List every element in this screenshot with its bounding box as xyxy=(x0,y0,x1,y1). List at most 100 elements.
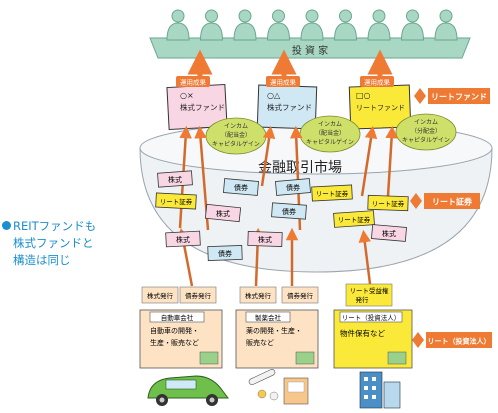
tag-reit-security: リート証券 xyxy=(410,193,480,209)
card-reit-1-label: リート証券 xyxy=(160,197,193,206)
bubble-2-l3: キャピタルゲイン xyxy=(306,138,354,146)
company-pharma-name: 製薬会社 xyxy=(255,313,282,322)
issue-bond-2: 債券発行 xyxy=(281,286,319,304)
company-auto: 自動車会社 自動車の開発・ 生産・販売など xyxy=(139,309,223,369)
issue-reit-label-1: リート受益権 xyxy=(350,286,390,295)
medicine-icon xyxy=(248,369,309,405)
issue-bond-1-label: 債券発行 xyxy=(185,291,212,300)
investor-group: 投 資 家 xyxy=(149,9,471,59)
card-reit-2: リート証券 xyxy=(311,184,353,202)
car-icon xyxy=(147,375,229,406)
company-reit-desc-1: 物件保有など xyxy=(340,328,385,338)
investor-person-icon xyxy=(333,9,358,41)
fund-badge-label-1: 運用成果 xyxy=(180,78,207,87)
income-bubble-1: インカム （配当金） キャピタルゲイン xyxy=(205,117,267,155)
fund-badge-3 xyxy=(360,76,394,87)
investor-person-icon xyxy=(233,9,257,41)
issue-stock-1: 株式発行 xyxy=(141,286,179,304)
issue-bond-1: 債券発行 xyxy=(179,286,217,304)
card-stock-5-label: 株式 xyxy=(382,229,396,238)
investor-person-icon xyxy=(266,9,291,41)
investor-figures xyxy=(166,9,458,41)
fund-badge-label-3: 運用成果 xyxy=(364,78,391,87)
card-reit-3-label: リート証券 xyxy=(372,199,405,208)
building-icon xyxy=(359,371,401,409)
issue-stock-1-label: 株式発行 xyxy=(147,291,174,300)
money-stack-icon-3 xyxy=(387,351,407,365)
issue-bond-2-label: 債券発行 xyxy=(287,291,314,300)
company-auto-name: 自動車会社 xyxy=(161,313,194,322)
card-stock-4: 株式 xyxy=(247,230,283,248)
card-stock-1: 株式 xyxy=(157,170,193,188)
income-bubble-3: インカム （分配金） キャピタルゲイン xyxy=(395,113,457,151)
note-line-1: REITファンドも xyxy=(2,218,130,235)
fund-name-1b: 株式ファンド xyxy=(180,102,225,112)
company-auto-desc-1: 自動車の開発・ xyxy=(150,326,199,335)
card-reit-4-label: リート証券 xyxy=(338,215,371,224)
tag-arrow-icon-3 xyxy=(412,332,424,348)
investor-person-icon xyxy=(400,9,425,41)
bullet-dot-icon xyxy=(2,221,11,230)
company-auto-desc-2: 生産・販売など xyxy=(150,338,199,347)
tag-reit-fund: リートファンド xyxy=(414,88,490,104)
investor-person-icon xyxy=(300,9,324,41)
company-pharma-desc-1: 薬の開発・生産・ xyxy=(246,326,302,335)
market-cards: 株式 債券 債券 リート証券 リート証券 リート証券 株式 債券 リート証券 株… xyxy=(155,170,409,262)
bubble-2-l2: （配当金） xyxy=(315,129,345,137)
fund-badge-1 xyxy=(176,76,210,87)
top-arrows xyxy=(187,49,393,78)
fund-name-2b: 株式ファンド xyxy=(267,102,312,112)
company-pharma-desc-2: 販売など xyxy=(246,338,274,347)
bubble-3-l1: インカム xyxy=(414,119,438,126)
company-reit: リート（投資法人） 物件保有など xyxy=(333,309,413,369)
card-bond-2-label: 債券 xyxy=(286,183,300,192)
card-stock-1-label: 株式 xyxy=(168,175,182,184)
bubble-2-l1: インカム xyxy=(318,121,342,128)
card-stock-3-label: 株式 xyxy=(176,235,190,244)
card-reit-1: リート証券 xyxy=(155,192,197,210)
market-label: 金融取引市場 xyxy=(258,159,342,176)
card-stock-2-label: 株式 xyxy=(216,209,230,218)
tag-reit-security-label: リート証券 xyxy=(432,197,473,207)
income-bubble-2: インカム （配当金） キャピタルゲイン xyxy=(299,115,361,153)
issue-stock-2: 株式発行 xyxy=(239,286,277,304)
bubble-1-l2: （配当金） xyxy=(221,131,251,139)
fund-name-2a: ○△ xyxy=(267,91,281,100)
tag-arrow-icon-2 xyxy=(410,193,422,209)
note-text-1: REITファンドも xyxy=(13,219,97,233)
bubble-1-l1: インカム xyxy=(224,123,248,130)
fund-badge-2 xyxy=(266,76,300,87)
money-stack-icon-2 xyxy=(295,351,315,365)
card-stock-2: 株式 xyxy=(204,203,242,223)
investor-person-icon xyxy=(367,9,391,41)
fund-name-1a: ○× xyxy=(180,91,194,100)
investor-person-icon xyxy=(434,9,458,41)
issue-reit-label-2: 発行 xyxy=(356,295,370,304)
tag-reit-corp-label: リート（投資法人） xyxy=(428,337,491,346)
bubble-3-l2: （分配金） xyxy=(411,127,441,135)
fund-name-3a: □○ xyxy=(356,91,371,100)
note-line-3: 構造は同じ xyxy=(13,253,71,267)
bubble-3-l3: キャピタルゲイン xyxy=(402,136,450,144)
fund-name-3b: リートファンド xyxy=(356,104,405,112)
investor-person-icon xyxy=(166,9,190,41)
card-stock-4-label: 株式 xyxy=(258,235,272,244)
investors-label: 投 資 家 xyxy=(292,44,328,57)
company-reit-name: リート（投資法人） xyxy=(342,313,401,322)
card-stock-5: 株式 xyxy=(371,224,407,242)
tag-reit-corp: リート（投資法人） xyxy=(412,332,492,348)
issue-stock-2-label: 株式発行 xyxy=(245,291,272,300)
bubble-1-l3: キャピタルゲイン xyxy=(212,140,260,148)
card-bond-4-label: 債券 xyxy=(218,249,232,258)
card-reit-2-label: リート証券 xyxy=(316,189,349,198)
tag-reit-fund-label: リートファンド xyxy=(431,93,487,102)
fund-box-stock-1: 運用成果 ○× 株式ファンド xyxy=(166,76,228,131)
card-bond-1-label: 債券 xyxy=(234,183,248,192)
fund-box-reit: 運用成果 □○ リートファンド xyxy=(348,76,412,130)
company-pharma: 製薬会社 薬の開発・生産・ 販売など xyxy=(235,309,319,369)
card-stock-3: 株式 xyxy=(165,230,201,248)
card-bond-3: 債券 xyxy=(271,202,307,220)
